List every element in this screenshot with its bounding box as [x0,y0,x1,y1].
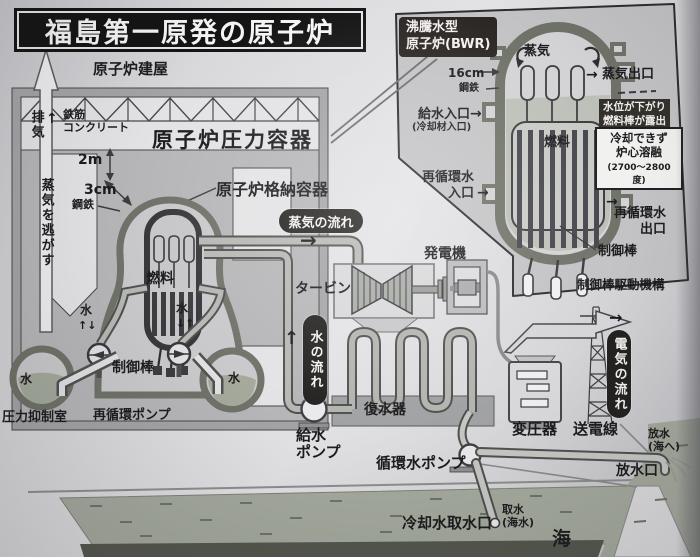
generator-drawing [437,259,488,315]
discharge-label: 放水 (海へ) [648,427,681,453]
recirc-outlet-arrow: → [606,194,618,210]
control-rods-label-main: 制御棒 [112,360,154,376]
steel-label-main: 鋼鉄 [72,198,94,211]
dim-3cm-label: 3cm [84,182,117,198]
fuel-label-inset: 燃料 [544,135,571,150]
water-level-warning-box: 水位が下がり 燃料棒が露出 [599,99,670,131]
fuel-rods [152,292,193,336]
pressure-vessel-label: 原子炉圧力容器 [152,128,313,152]
steam-flow-badge: 蒸気の流れ [279,209,363,233]
steam-curl-arrows [516,46,600,68]
meltdown-temp: (2700〜2800度) [607,162,671,186]
bwr-title-box: 沸騰水型 原子炉(BWR) [399,17,498,57]
suppression-chamber-label: 圧力抑制室 [2,410,68,425]
discharge-spray [665,457,691,483]
water-texture-dashes [90,434,689,537]
electricity-arrow-shape [503,309,633,354]
rebar-concrete-label: 鉄筋 コンクリート [63,108,129,135]
discharge-outlet-label: 放水口 [616,463,658,479]
steam-release-label: 蒸気を逃がす [38,178,54,268]
turbine-label: タービン [295,281,351,297]
feed-pump-label: 給水 ポンプ [296,426,341,462]
feedwater-inlet-arrow: → [470,106,482,122]
sea-label: 海 [552,528,572,550]
coolant-inlet-label: (冷却材入口) [412,122,472,133]
meltdown-text: 冷却できず 炉心溶融 [610,131,668,160]
circulating-pump-label: 循環水ポンプ [376,454,466,472]
inset-separators [520,65,585,122]
water-arrows-right: ↓↑ [176,317,195,330]
title-banner: 福島第一原発の原子炉 [14,8,366,52]
water-label-left: 水 [80,303,93,317]
electricity-flow-badge: 電気の流れ [607,330,631,418]
electricity-flow-arrow: → [609,308,623,327]
dim-2m-label: 2m [78,152,103,168]
transformer-label: 変圧器 [512,420,558,438]
recirc-inlet-label: 再循環水 入口 [422,170,475,201]
pressure-vessel-shape [144,209,202,377]
water-label-right: 水 [176,301,189,315]
building-label: 原子炉建屋 [93,60,169,78]
transformer-drawing [508,355,562,430]
recirc-inlet-arrow: → [477,185,489,201]
dim-16cm-label: 16cm [448,66,485,80]
torus-water-left: 水 [20,372,33,386]
discharge-pipe [475,447,691,483]
suppression-torus-right [199,347,265,413]
exhaust-up-arrow: ↑ [46,111,58,127]
control-rods-label-inset: 制御棒 [598,244,638,259]
power-line-label: 送電線 [573,420,619,438]
steam-label-inset: 蒸気 [524,44,551,59]
recirc-outlet-label: 再循環水 出口 [613,206,666,237]
vent-pipes [56,351,224,396]
recirc-pump-right [166,341,192,377]
water-flow-arrow: ↑ [284,328,300,349]
condenser-label: 復水器 [364,402,406,418]
intake-label: 取水 (海水) [502,503,535,529]
intake-pipe [471,458,501,529]
steel-label-inset: 鋼鉄 [459,83,479,94]
fuel-label-main: 燃料 [146,271,174,287]
power-wire [486,270,515,366]
crd-label: 制御棒駆動機構 [577,277,665,292]
steam-separators [153,235,195,288]
feedwater-inlet-label: 給水入口 [418,107,471,122]
torus-water-right: 水 [228,371,241,385]
generator-label: 発電機 [424,246,466,262]
inset-control-rods [522,225,597,300]
feedwater-pipe [204,249,302,414]
water-arrows-left: ↑↓ [78,319,97,332]
recirculation-loops [96,283,227,347]
recirc-pump-label: 再循環ポンプ [93,408,171,423]
meltdown-box: 冷却できず 炉心溶融 (2700〜2800度) [595,127,683,190]
callout-lines [330,51,438,144]
exhaust-stack [32,47,60,333]
exhaust-label: 排気 [28,110,44,140]
steam-outlet-label: 蒸気出口 [602,67,655,82]
cooling-intake-label: 冷却水取水口 [402,514,493,532]
main-steam-pipe [199,235,364,268]
steam-outlet-arrow: → [586,67,598,83]
containment-vessel-label: 原子炉格納容器 [216,180,329,199]
sea-and-pool [27,418,700,557]
water-flow-badge: 水の流れ [303,315,327,405]
steam-flow-arrow: → [300,228,317,252]
inset-dim-marks [478,68,500,90]
turbine-drawing [333,263,439,333]
